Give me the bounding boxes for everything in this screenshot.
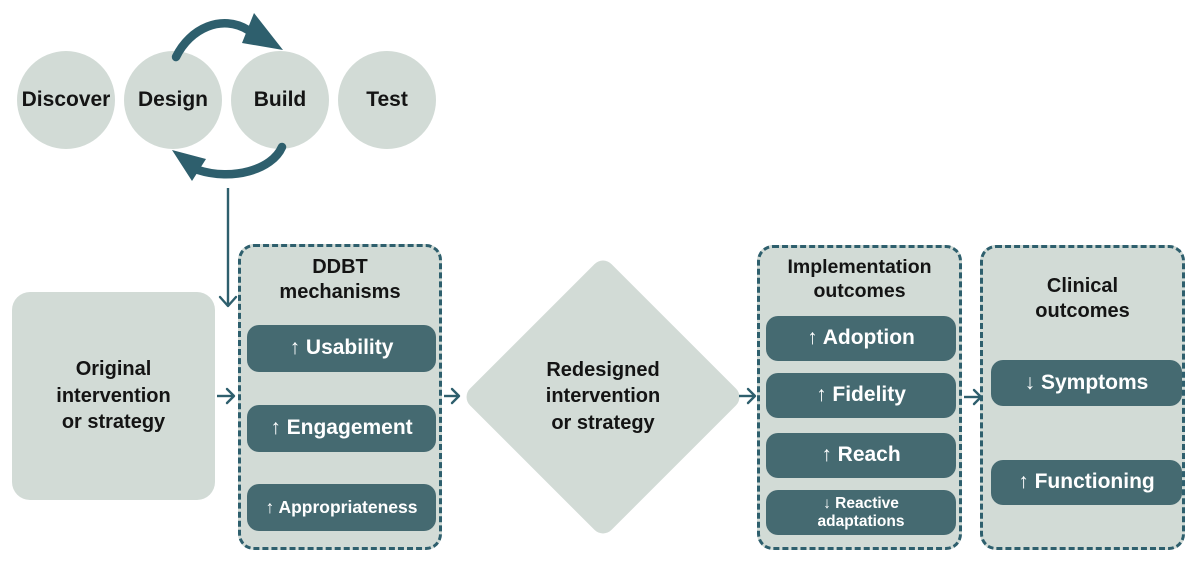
- implementation-outcomes-title: Implementation outcomes: [787, 256, 932, 303]
- pill-engagement: ↑ Engagement: [247, 405, 436, 452]
- pill-reach: ↑ Reach: [766, 433, 956, 478]
- implementation-outcomes-node: Implementation outcomes ↑ Adoption ↑ Fid…: [757, 245, 962, 550]
- pill-usability: ↑ Usability: [247, 325, 436, 372]
- cycle-step-test: Test: [338, 51, 436, 149]
- clinical-outcomes-title: Clinical outcomes: [1035, 275, 1130, 322]
- flow-arrow-original-to-ddbt-icon: [217, 387, 236, 405]
- pill-reactive-adaptations: ↓ Reactive adaptations: [766, 490, 956, 535]
- pill-functioning: ↑ Functioning: [991, 460, 1182, 505]
- flow-arrow-ddbt-to-redesigned-icon: [444, 387, 461, 405]
- pill-symptoms: ↓ Symptoms: [991, 360, 1182, 406]
- cycle-arrow-bottom-icon: [172, 142, 287, 181]
- cycle-step-label: Build: [253, 88, 307, 111]
- redesigned-intervention-label: Redesigned intervention or strategy: [545, 359, 661, 434]
- ddbt-mechanisms-node: DDBT mechanisms ↑ Usability ↑ Engagement…: [238, 244, 442, 550]
- cycle-step-label: Discover: [21, 88, 111, 111]
- flow-arrow-redesigned-to-implementation-icon: [739, 387, 757, 405]
- cycle-step-label: Design: [137, 88, 208, 111]
- pill-appropriateness: ↑ Appropriateness: [247, 484, 436, 531]
- cycle-arrow-top-icon: [171, 13, 283, 62]
- cycle-step-build: Build: [231, 51, 329, 149]
- flow-arrow-implementation-to-clinical-icon: [964, 388, 983, 406]
- cycle-step-design: Design: [124, 51, 222, 149]
- original-intervention-node: Original intervention or strategy: [12, 292, 215, 500]
- pill-adoption: ↑ Adoption: [766, 316, 956, 361]
- pill-fidelity: ↑ Fidelity: [766, 373, 956, 418]
- cycle-step-label: Test: [366, 88, 408, 111]
- clinical-outcomes-node: Clinical outcomes ↓ Symptoms ↑ Functioni…: [980, 245, 1185, 550]
- cycle-step-discover: Discover: [17, 51, 115, 149]
- cycle-to-flow-arrow-icon: [218, 188, 238, 308]
- ddbt-mechanisms-title: DDBT mechanisms: [279, 256, 401, 303]
- original-intervention-label: Original intervention or strategy: [56, 358, 171, 434]
